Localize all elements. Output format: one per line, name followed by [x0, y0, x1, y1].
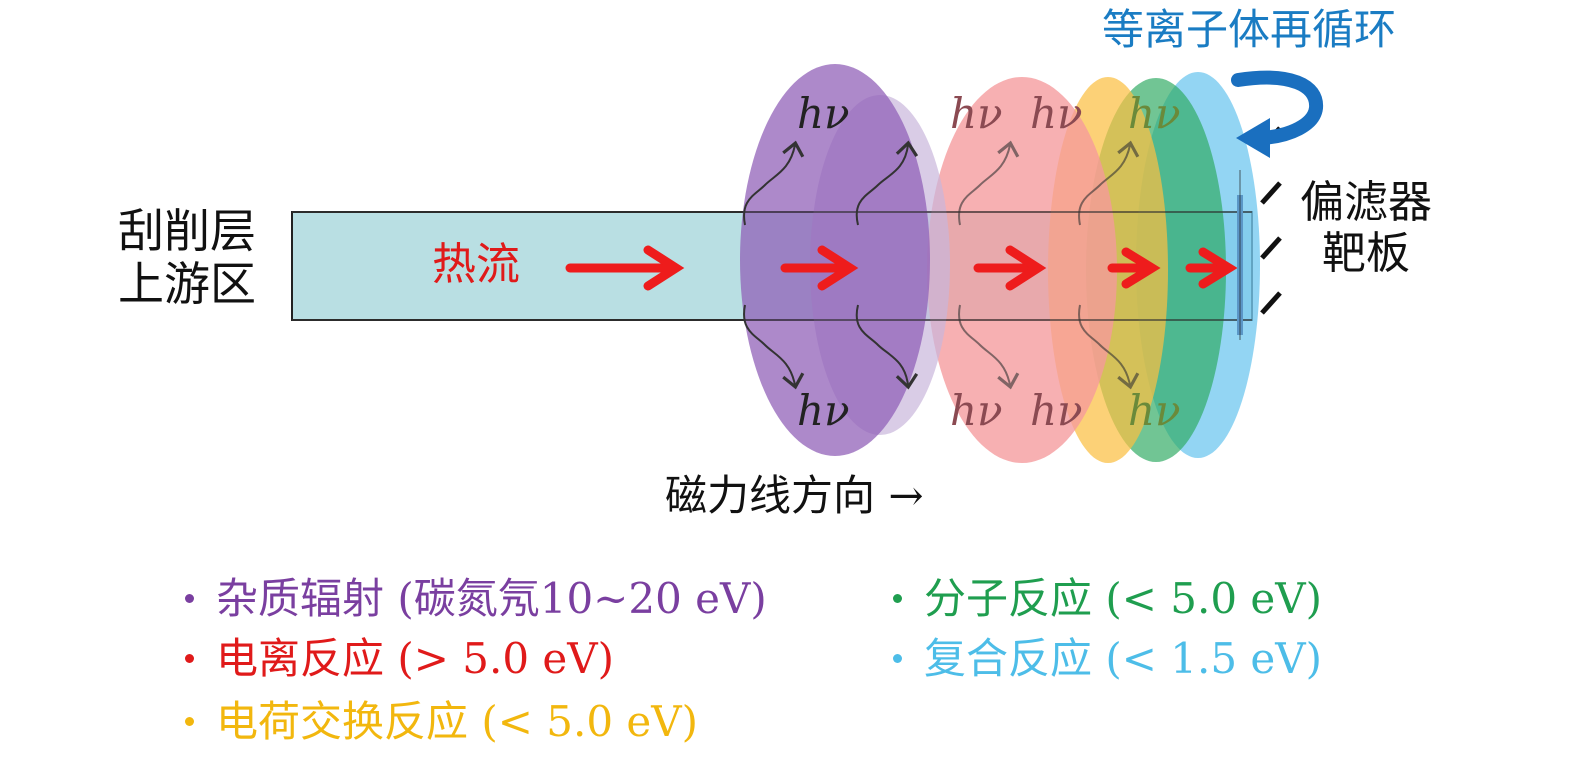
field-direction-label: 磁力线方向 → [665, 471, 924, 520]
left-label-line2: 上游区 [118, 256, 256, 311]
photon-label: hν [797, 89, 850, 138]
legend-bullet-icon [185, 593, 194, 603]
photon-label: hν [1128, 89, 1181, 138]
recycle-arrow-icon [1231, 70, 1324, 158]
legend-item: 电荷交换反应 (< 5.0 eV) [185, 688, 698, 749]
recycling-label: 等离子体再循环 [1102, 5, 1397, 54]
photon-label: hν [1030, 89, 1083, 138]
divertor-target-label: 偏滤器 靶板 [1300, 177, 1432, 279]
legend-bullet-icon [893, 653, 902, 663]
left-label-line1: 刮削层 [118, 204, 256, 258]
photon-emission-arrows [743, 140, 1140, 390]
legend-bullet-icon [893, 593, 902, 603]
heat-flow-label: 热流 [432, 239, 520, 290]
legend-text: 杂质辐射 (碳氮氖10∼20 eV) [216, 574, 767, 623]
divertor-label-line2: 靶板 [1322, 227, 1410, 279]
legend-item: 分子反应 (< 5.0 eV) [893, 565, 1322, 626]
legend-text: 分子反应 (< 5.0 eV) [924, 574, 1322, 623]
legend-item: 复合反应 (< 1.5 eV) [893, 625, 1322, 686]
photon-label: hν [797, 386, 850, 435]
legend-text: 电离反应 (> 5.0 eV) [216, 634, 614, 683]
photon-label: hν [1030, 386, 1083, 435]
legend-bullet-icon [185, 716, 194, 726]
legend-text: 复合反应 (< 1.5 eV) [924, 634, 1322, 683]
photon-label: hν [950, 89, 1003, 138]
divertor-label-line1: 偏滤器 [1300, 177, 1432, 228]
photon-label: hν [1128, 386, 1181, 435]
photon-label: hν [950, 386, 1003, 435]
legend-item: 电离反应 (> 5.0 eV) [185, 625, 614, 686]
legend-text: 电荷交换反应 (< 5.0 eV) [216, 697, 698, 746]
scrape-off-layer-label: 刮削层 上游区 [118, 205, 256, 311]
legend-item: 杂质辐射 (碳氮氖10∼20 eV) [185, 565, 767, 626]
legend-bullet-icon [185, 653, 194, 663]
heat-flow-arrows [565, 245, 1238, 291]
